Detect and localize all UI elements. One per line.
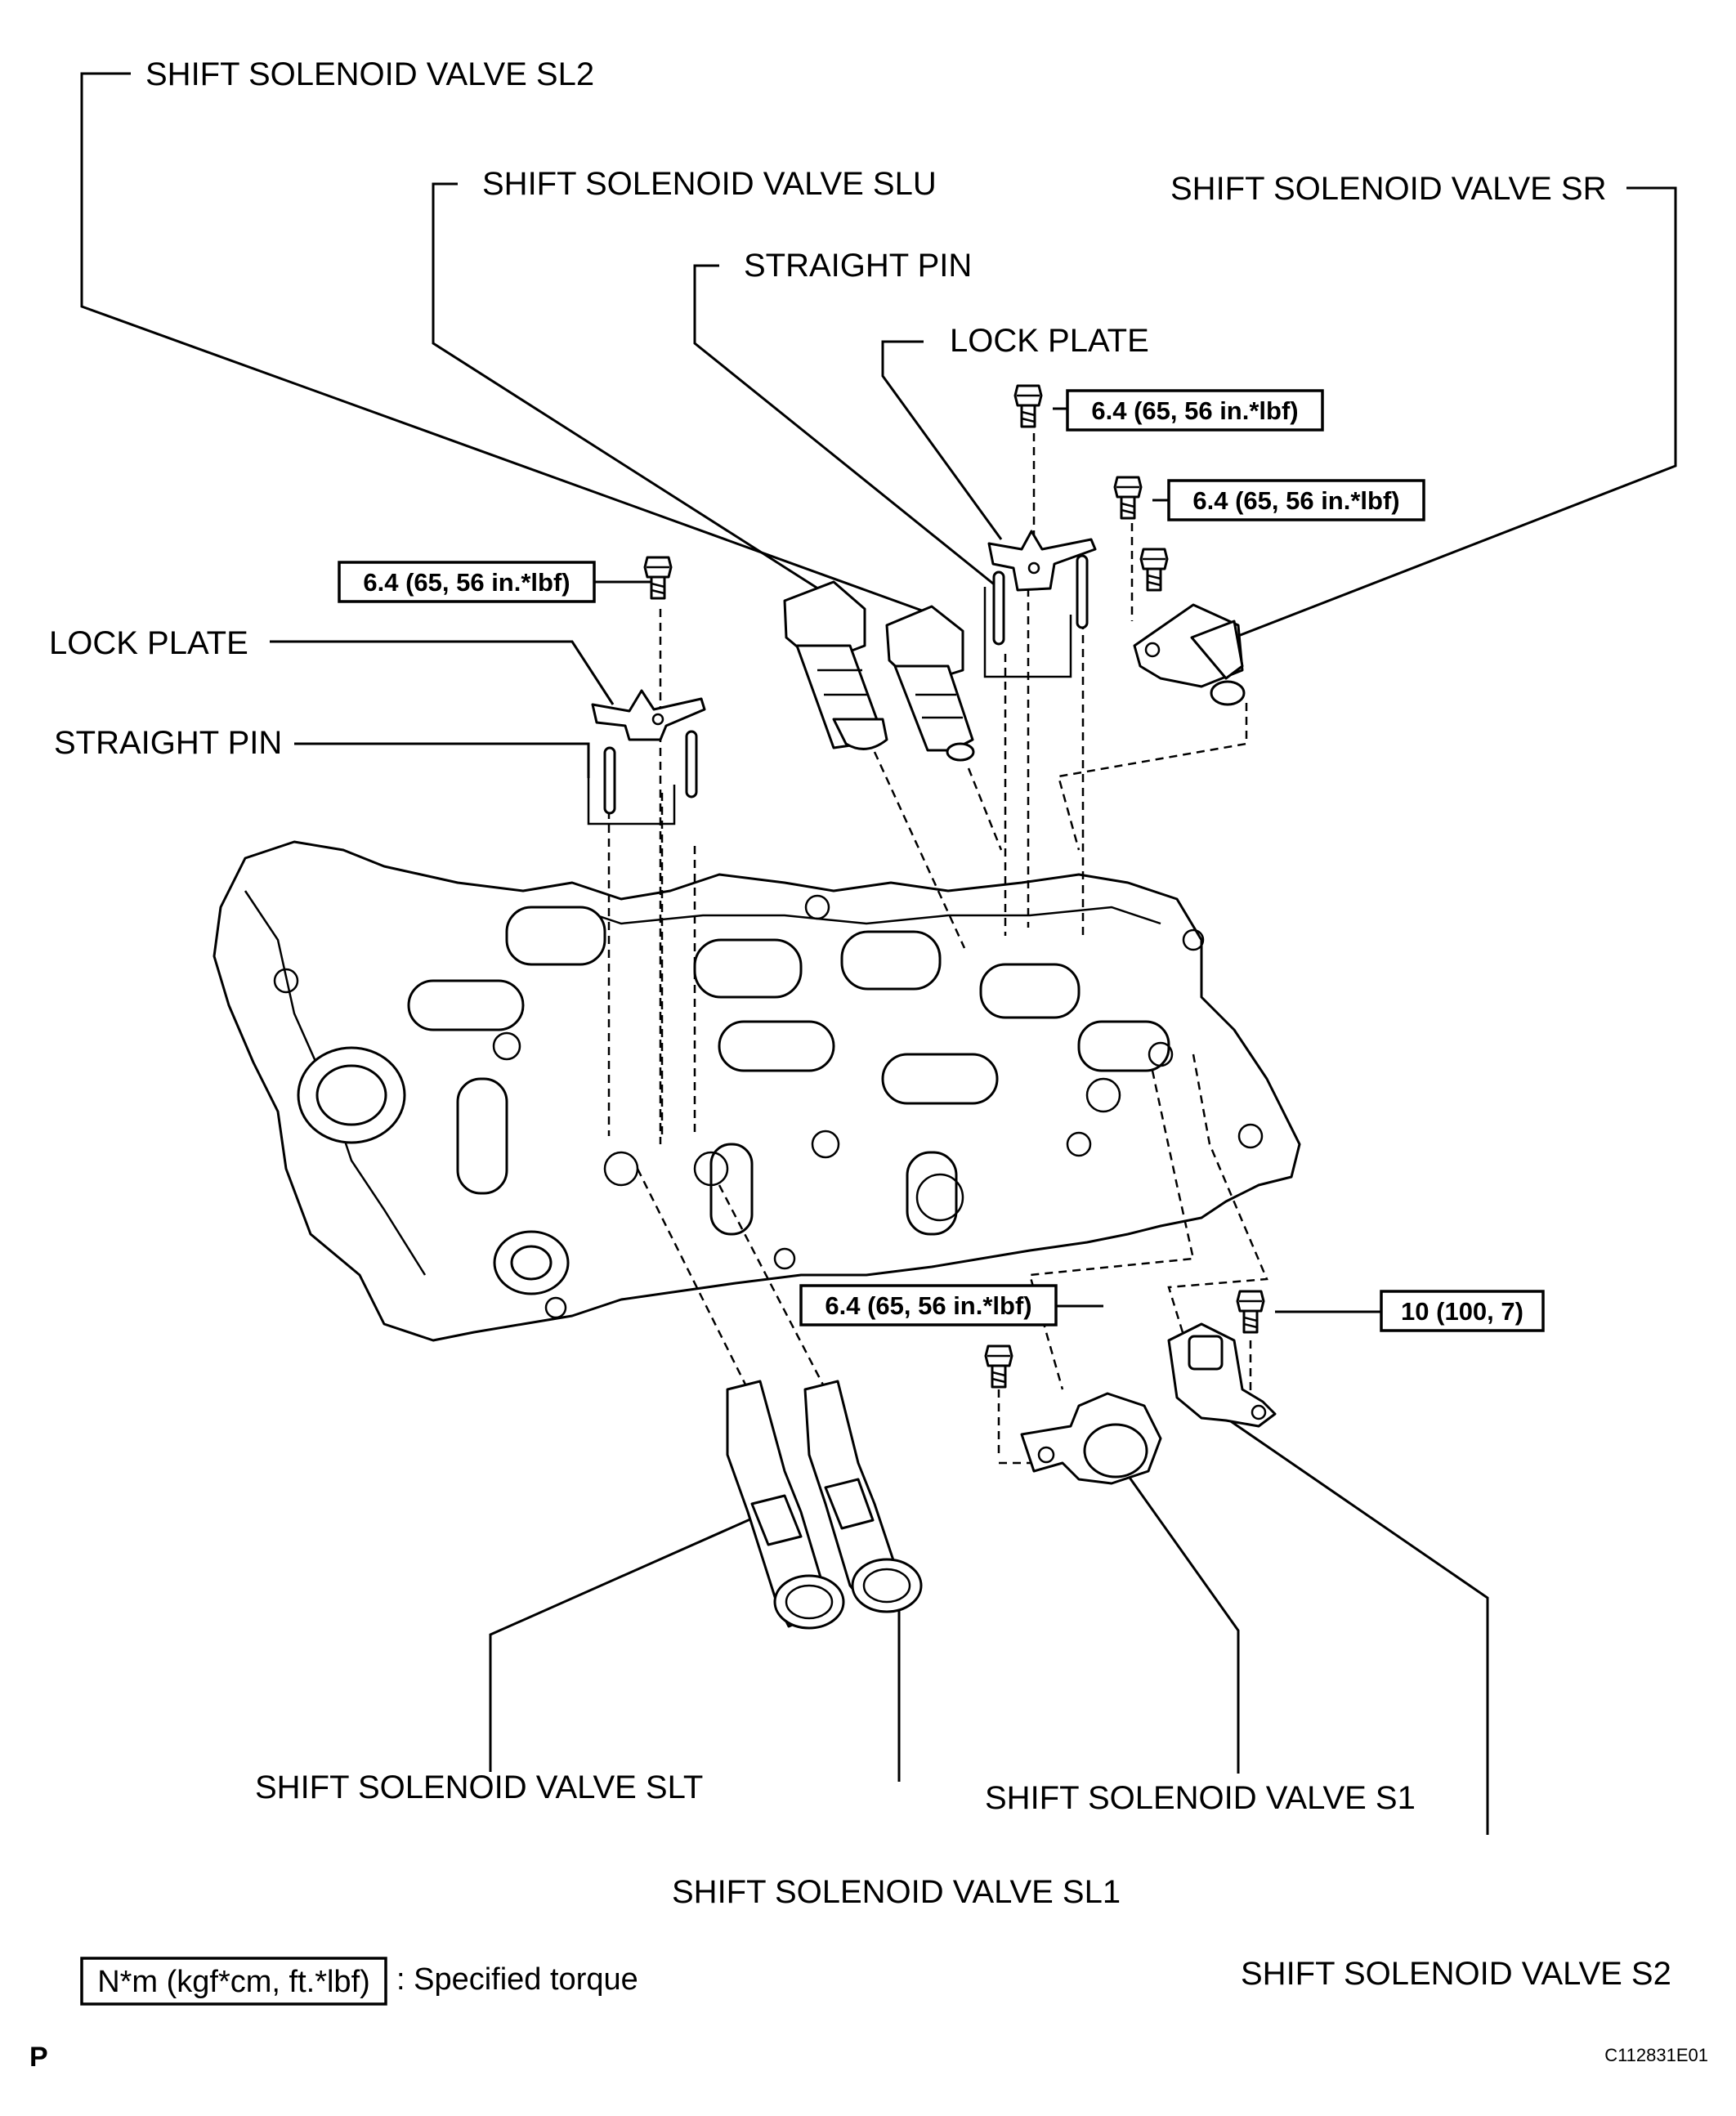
bolt-icon bbox=[1113, 476, 1143, 520]
legend-description: : Specified torque bbox=[396, 1962, 638, 1997]
figure-code: C112831E01 bbox=[1604, 2045, 1708, 2065]
torque-legend: N*m (kgf*cm, ft.*lbf) : Specified torque bbox=[80, 1957, 638, 2006]
torque-box-sr: 6.4 (65, 56 in.*lbf) bbox=[1167, 479, 1425, 521]
solenoid-s1-part bbox=[1020, 1392, 1162, 1485]
label-sl2: SHIFT SOLENOID VALVE SL2 bbox=[145, 56, 594, 92]
label-lock-plate-top: LOCK PLATE bbox=[950, 323, 1149, 359]
lock-plate-top-part bbox=[987, 530, 1097, 592]
valve-body bbox=[213, 840, 1301, 1342]
label-straight-pin-top: STRAIGHT PIN bbox=[744, 248, 972, 284]
body-holes bbox=[273, 894, 1264, 1319]
label-sl1: SHIFT SOLENOID VALVE SL1 bbox=[672, 1874, 1121, 1910]
page-mark: P bbox=[29, 2042, 48, 2073]
bolt-icon bbox=[1013, 384, 1043, 428]
bolt-icon bbox=[643, 556, 673, 600]
label-sr: SHIFT SOLENOID VALVE SR bbox=[1170, 171, 1606, 207]
torque-value: 10 (100, 7) bbox=[1401, 1297, 1523, 1326]
solenoid-sl2-part bbox=[783, 580, 888, 750]
bolt-icon bbox=[1139, 548, 1169, 592]
torque-value: 6.4 (65, 56 in.*lbf) bbox=[1091, 396, 1298, 425]
straight-pins-top-part bbox=[992, 554, 1089, 646]
label-s1: SHIFT SOLENOID VALVE S1 bbox=[985, 1780, 1416, 1816]
bolt-icon bbox=[1236, 1290, 1265, 1334]
valve-bores bbox=[407, 906, 1170, 1236]
label-slt: SHIFT SOLENOID VALVE SLT bbox=[255, 1769, 703, 1805]
solenoid-sr-part bbox=[1133, 603, 1246, 706]
lock-plate-left-part bbox=[591, 689, 706, 741]
solenoid-s2-part bbox=[1167, 1322, 1277, 1428]
torque-box-s2: 10 (100, 7) bbox=[1380, 1290, 1545, 1332]
label-lock-plate-left: LOCK PLATE bbox=[49, 625, 248, 661]
label-straight-pin-left: STRAIGHT PIN bbox=[54, 725, 282, 761]
torque-value: 6.4 (65, 56 in.*lbf) bbox=[1192, 486, 1399, 515]
solenoid-slu-part bbox=[885, 605, 975, 762]
torque-box-lock-plate-top: 6.4 (65, 56 in.*lbf) bbox=[1066, 389, 1324, 432]
bolt-icon bbox=[984, 1344, 1013, 1389]
solenoid-slt-part bbox=[726, 1380, 845, 1630]
torque-value: 6.4 (65, 56 in.*lbf) bbox=[363, 568, 570, 597]
torque-box-lock-plate-left: 6.4 (65, 56 in.*lbf) bbox=[338, 561, 596, 603]
label-slu: SHIFT SOLENOID VALVE SLU bbox=[482, 166, 937, 202]
straight-pins-left-part bbox=[603, 730, 698, 815]
label-s2: SHIFT SOLENOID VALVE S2 bbox=[1241, 1956, 1671, 1992]
torque-value: 6.4 (65, 56 in.*lbf) bbox=[825, 1291, 1031, 1320]
torque-box-s1: 6.4 (65, 56 in.*lbf) bbox=[799, 1284, 1058, 1326]
solenoid-sl1-part bbox=[803, 1380, 923, 1613]
legend-unit-box: N*m (kgf*cm, ft.*lbf) bbox=[97, 1965, 370, 1999]
